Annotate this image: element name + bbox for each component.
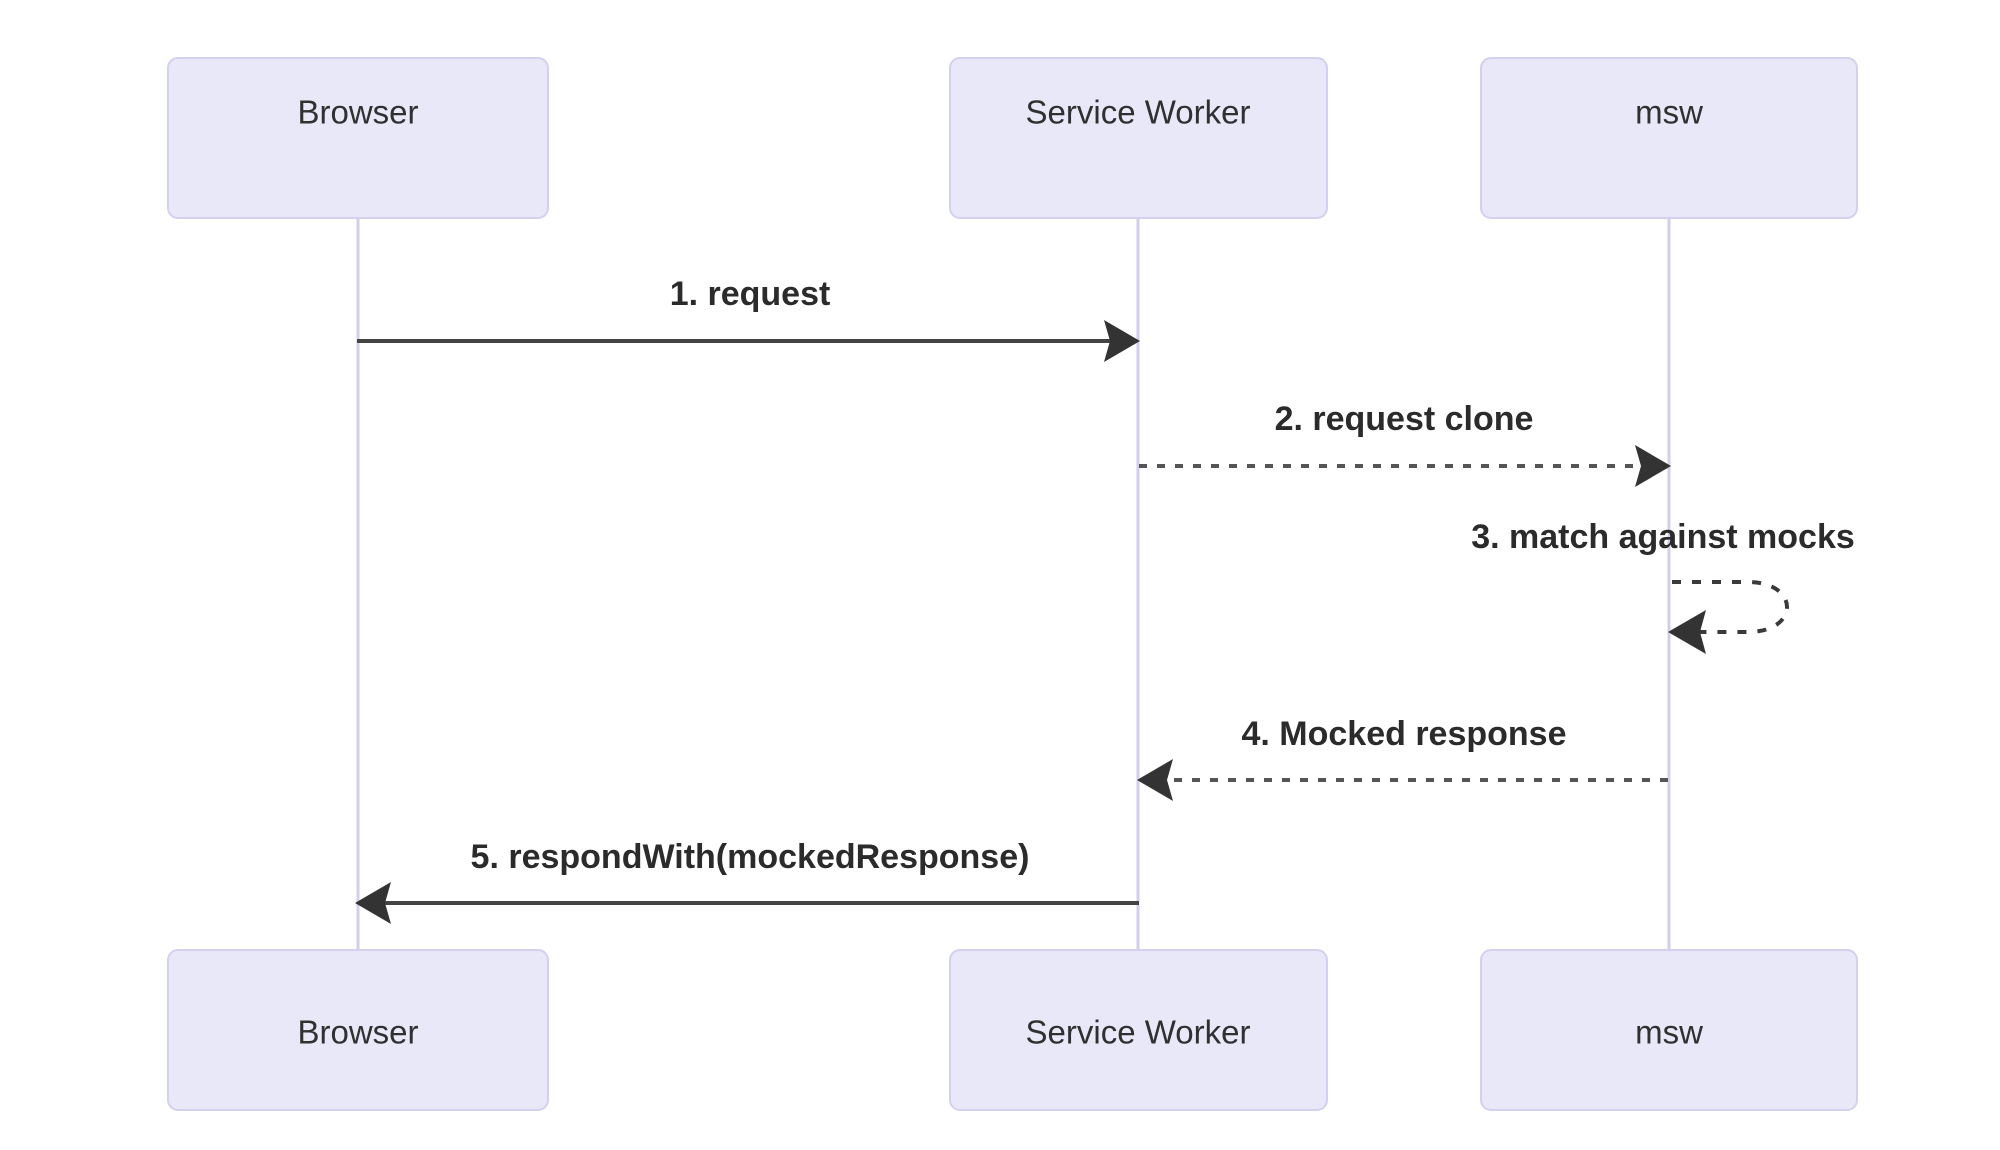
actor-label-service-worker-top: Service Worker [1026,94,1251,131]
message-5-respond-with[interactable]: 5. respondWith(mockedResponse) [355,838,1139,924]
actor-box-service-worker-top[interactable]: Service Worker [949,57,1328,219]
actor-label-msw-bottom: msw [1635,1014,1703,1051]
actor-box-rect [949,949,1328,1111]
message-3-arrowhead [1668,610,1706,654]
actor-box-browser-bottom[interactable]: Browser [167,949,549,1111]
actor-box-msw-bottom[interactable]: msw [1480,949,1858,1111]
message-2-arrowhead [1635,445,1671,487]
message-4-label: 4. Mocked response [1241,715,1566,753]
actor-box-msw-top[interactable]: msw [1480,57,1858,219]
actor-label-msw-top: msw [1635,94,1703,131]
actor-label-browser-top: Browser [297,94,418,131]
message-1-arrowhead [1104,320,1140,362]
actor-box-rect [1480,57,1858,219]
message-1-request[interactable]: 1. request [357,275,1140,362]
actor-box-rect [167,57,549,219]
message-1-label: 1. request [670,275,831,313]
actor-box-service-worker-bottom[interactable]: Service Worker [949,949,1328,1111]
actor-label-browser-bottom: Browser [297,1014,418,1051]
message-2-request-clone[interactable]: 2. request clone [1139,400,1671,487]
message-4-arrowhead [1137,759,1173,801]
message-3-loop-path [1672,580,1789,634]
actor-box-rect [167,949,549,1111]
message-4-mocked-response[interactable]: 4. Mocked response [1137,715,1668,801]
message-3-match-against-mocks[interactable]: 3. match against mocks [1471,518,1855,654]
message-5-arrowhead [355,882,391,924]
message-5-label: 5. respondWith(mockedResponse) [471,838,1030,876]
actor-box-rect [1480,949,1858,1111]
actor-label-service-worker-bottom: Service Worker [1026,1014,1251,1051]
actor-box-browser-top[interactable]: Browser [167,57,549,219]
message-3-label: 3. match against mocks [1471,518,1855,556]
message-2-label: 2. request clone [1275,400,1534,438]
actor-box-rect [949,57,1328,219]
